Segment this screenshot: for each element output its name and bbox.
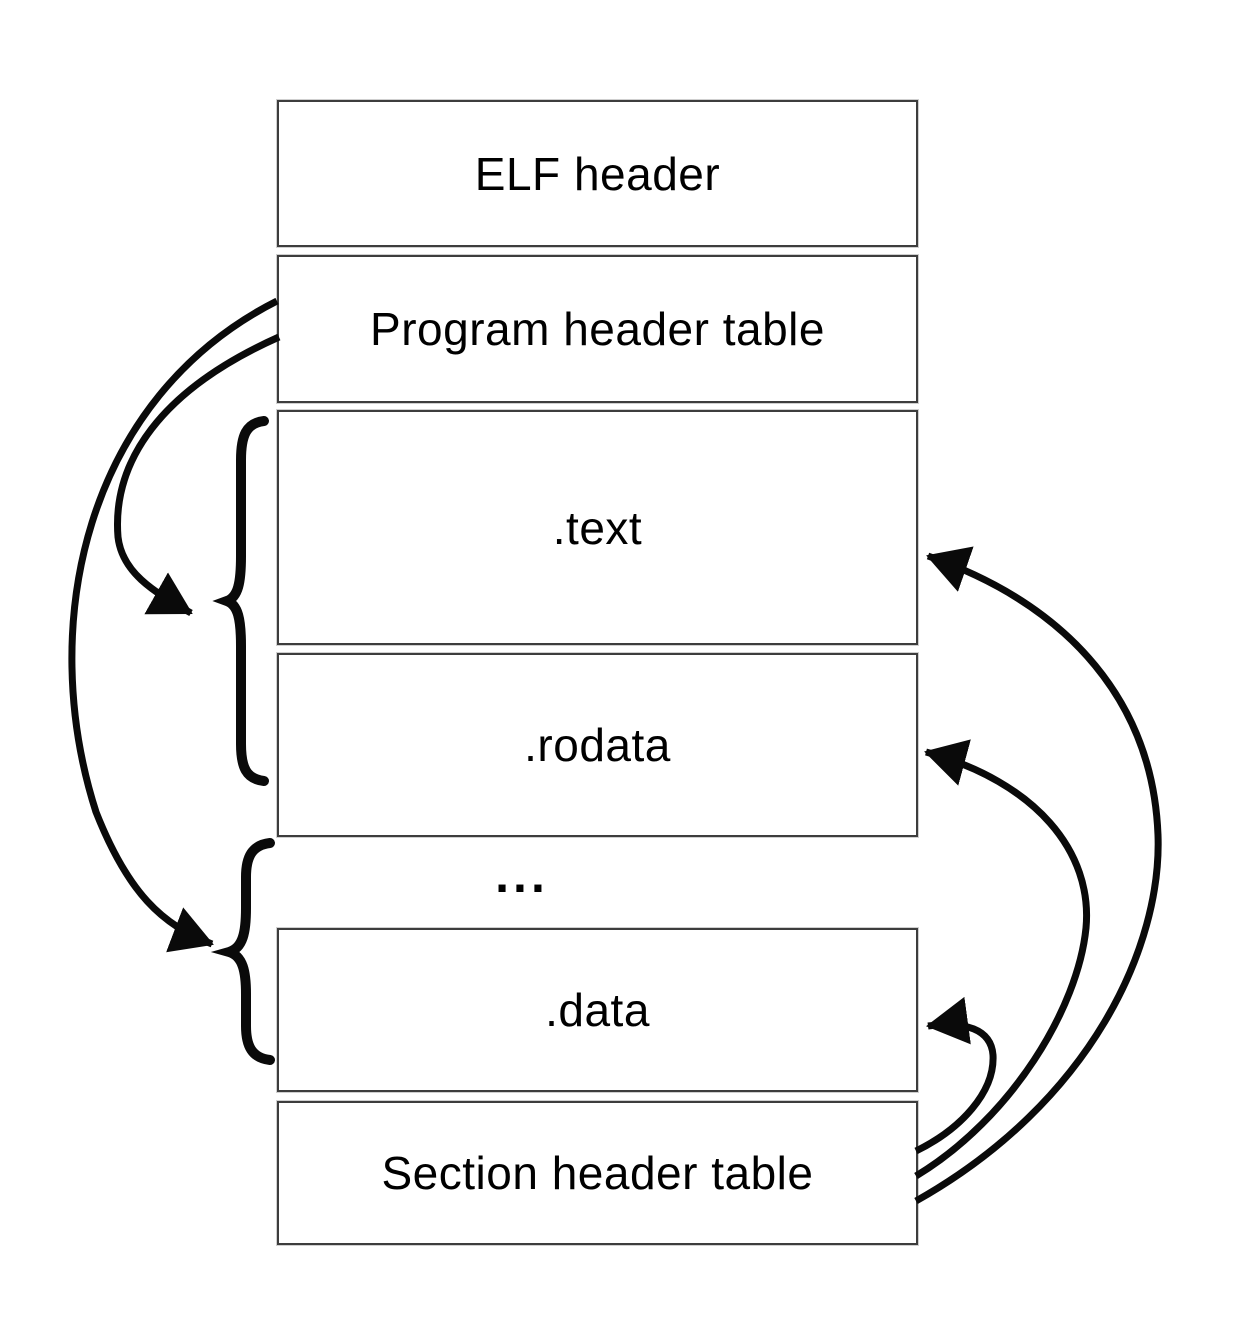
label-ellipsis: ... (495, 847, 549, 903)
ellipsis-row: ... (277, 840, 767, 910)
label-program-header-table: Program header table (370, 303, 825, 355)
box-elf-header: ELF header (277, 100, 918, 247)
arrow-program-header-to-data-segment (68, 297, 279, 953)
box-data-section: .data (277, 928, 918, 1092)
label-elf-header: ELF header (474, 147, 721, 200)
box-rodata-section: .rodata (277, 653, 918, 837)
label-data-section: .data (545, 984, 650, 1036)
arrow-section-header-to-text (914, 546, 1162, 1205)
arrow-section-header-to-rodata (914, 739, 1091, 1179)
box-section-header-table: Section header table (277, 1101, 918, 1245)
box-text-section: .text (277, 410, 918, 645)
brace-text-rodata-segment (212, 416, 269, 786)
box-program-header-table: Program header table (277, 255, 918, 403)
label-section-header-table: Section header table (381, 1147, 814, 1199)
brace-ellipsis-data-segment (210, 838, 275, 1065)
label-text-section: .text (552, 501, 643, 554)
arrow-program-header-to-text-rodata-segment (114, 333, 281, 617)
arrow-section-header-to-data (914, 996, 997, 1155)
label-rodata-section: .rodata (524, 719, 671, 771)
